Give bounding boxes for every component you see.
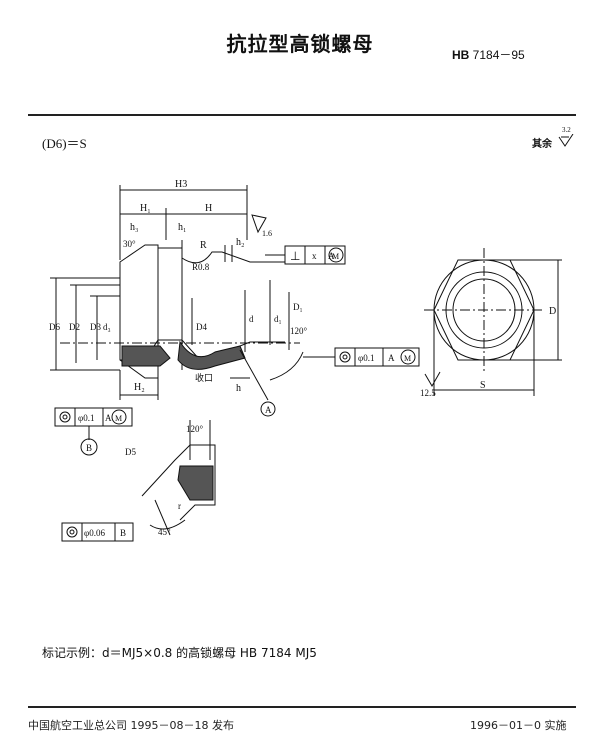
label-h2-upper: H₂ (134, 382, 145, 393)
label-d3-small: d₃ (103, 322, 111, 332)
label-d5: D5 (125, 447, 136, 457)
label-h3: H3 (175, 179, 187, 190)
standard-number: HB 7184－95 (452, 48, 525, 62)
coax2-datum: A (388, 353, 395, 363)
label-r08: R0.8 (192, 262, 210, 272)
doc-title: 抗拉型高锁螺母 (226, 32, 374, 56)
label-d: d (249, 314, 254, 324)
label-d4: D4 (196, 322, 207, 332)
footer-effective: 1996－01－0 实施 (470, 719, 567, 732)
coax1-mod: M (115, 414, 122, 423)
label-d-right: D (549, 306, 556, 317)
label-h2-small: h₂ (236, 237, 245, 248)
label-h1-upper: H₁ (140, 203, 151, 214)
label-s: S (480, 380, 486, 391)
surface-label: 其余 (532, 139, 552, 150)
technical-drawing: H3 H₁ H h₃ h₁ h₂ R R0.8 30° 1.6 D6 D2 D3… (49, 179, 562, 542)
coax3-val: φ0.06 (84, 528, 105, 538)
label-r: R (200, 240, 207, 251)
bottom-rule (28, 706, 576, 708)
perp-val: x (312, 251, 317, 261)
label-30deg: 30° (123, 239, 136, 249)
label-d1-upper: D₁ (293, 302, 303, 312)
label-d2: D2 (69, 322, 80, 332)
footer-issued: 中国航空工业总公司 1995－08－18 发布 (28, 719, 234, 732)
perp-mod: M (332, 252, 339, 261)
top-rule (28, 114, 576, 116)
coax3-datum: B (120, 528, 126, 538)
label-rough16: 1.6 (262, 229, 272, 238)
label-120deg: 120° (290, 326, 308, 336)
surface-value: 3.2 (562, 126, 571, 134)
label-h1-small: h₁ (178, 222, 187, 233)
coax1-datum: A (105, 413, 112, 423)
marking-example: 标记示例：d＝MJ5×0.8 的高锁螺母 HB 7184 MJ5 (42, 646, 317, 660)
coax2-val: φ0.1 (358, 353, 374, 363)
label-h3-small: h₃ (130, 222, 139, 233)
label-r-small: r (178, 501, 181, 511)
label-45deg: 45° (158, 527, 171, 537)
coax2-mod: M (404, 354, 411, 363)
coax1-val: φ0.1 (78, 413, 94, 423)
datum-b: B (86, 443, 92, 453)
label-h-upper: H (205, 203, 212, 214)
perp-datum: A (328, 251, 335, 261)
label-d3: D3 (90, 322, 101, 332)
label-d6: D6 (49, 322, 60, 332)
formula-d6: (D6)＝S (42, 136, 87, 151)
label-h: h (236, 383, 241, 394)
label-rough125: 12.5 (420, 388, 436, 398)
datum-a: A (265, 405, 272, 415)
perp-symbol: ⊥ (290, 249, 300, 263)
roughness-icon (558, 134, 574, 147)
label-d1-small: d₁ (274, 314, 282, 324)
label-shoukou: 收口 (195, 372, 213, 383)
label-120deg-b: 120° (186, 424, 204, 434)
